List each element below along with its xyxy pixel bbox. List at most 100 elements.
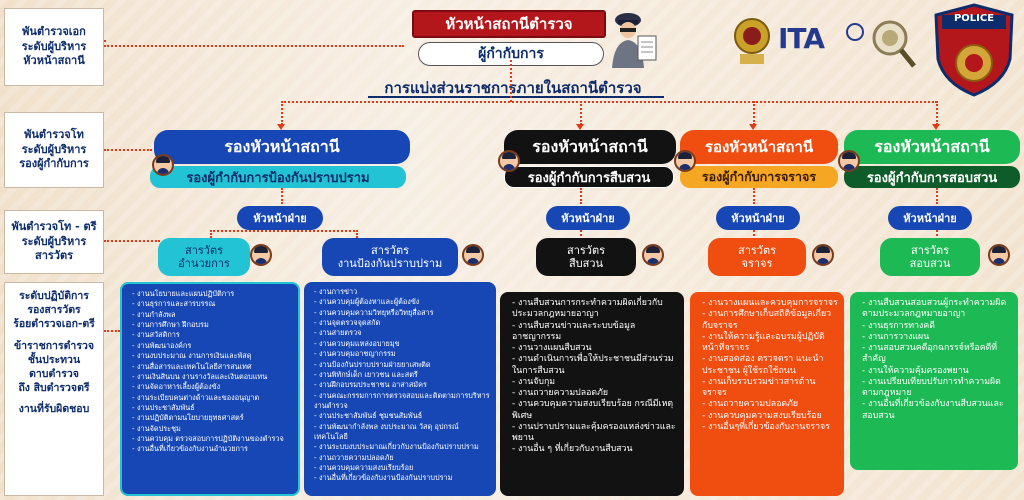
deputy-sub-3: รองผู้กำกับการจราจร	[680, 166, 838, 188]
inspector-inquiry-line1: สารวัตร	[910, 243, 950, 257]
connector-u1	[210, 230, 358, 238]
unit-head-1: หัวหน้าฝ่าย	[237, 206, 323, 230]
superintendent-title: ผู้กำกับการ	[418, 42, 604, 66]
duties-inquiry: - งานสืบสวนสอบสวนผู้กระทำความผิดตามประมว…	[850, 292, 1018, 470]
connector-b2	[580, 101, 582, 125]
unit-head-2: หัวหน้าฝ่าย	[546, 206, 630, 230]
duty-item: - งานจัดประชุม	[132, 423, 181, 433]
inspector-avatar-1	[250, 244, 272, 266]
inspector-prevention-line2: งานป้องกันปราบปราม	[337, 257, 443, 270]
unit-head-4: หัวหน้าฝ่าย	[888, 206, 972, 230]
duty-item: - งานจัดอาหารเลี้ยงผู้ต้องขัง	[132, 382, 221, 392]
magnifier-seal-icon	[872, 20, 916, 68]
duty-item: - งานถวายความปลอดภัย	[314, 452, 394, 462]
duty-item: - งานเงินสินบน งานรางวัลและเงินตอบแทน	[132, 371, 268, 381]
arrow-b1	[277, 124, 285, 130]
duty-item: - งานอื่นที่เกี่ยวข้องกับงานสืบสวนและสอบ…	[862, 399, 1004, 421]
connector-d4	[936, 188, 938, 204]
deputy-pill-3: รองหัวหน้าสถานี	[680, 130, 838, 164]
duty-item: - งานการศึกษาเก็บสถิติข้อมูลเกี่ยวกับจรา…	[702, 309, 832, 331]
duty-item: - งานควบคุมความวิทยุหรือวิทยุสื่อสาร	[314, 307, 434, 317]
duty-item: - งานสายตรวจ	[314, 328, 362, 338]
duty-item: - งานควบคุมความสงบเรียบร้อย กรณีมีเหตุพิ…	[512, 399, 674, 421]
inspector-investigation: สารวัตร สืบสวน	[536, 238, 636, 276]
inspector-avatar-5	[988, 244, 1010, 266]
ita-logo: ITA	[778, 22, 825, 55]
duty-item: - งานถวายความปลอดภัย	[702, 399, 799, 410]
connector-main	[281, 101, 937, 103]
duty-item: - งานระเบียบคนต่างด้าวและของอนุญาต	[132, 392, 260, 402]
connector-d1	[281, 188, 283, 204]
duty-item: - งานวางแผนสืบสวน	[512, 343, 592, 353]
section-title-underline	[368, 96, 664, 98]
connector-left-l2	[104, 149, 152, 151]
duty-item: - งานการวางแผน	[862, 331, 930, 342]
duty-item: - งานวางแผนและควบคุมการจราจร	[702, 298, 838, 308]
inspector-investigation-line1: สารวัตร	[566, 243, 606, 257]
duty-item: - งานควบคุม ตรวจสอบการปฏิบัติงานของตำรวจ	[132, 434, 284, 444]
duty-item: - งานอื่นๆที่เกี่ยวข้องกับงานจราจร	[702, 421, 830, 432]
duties-investigation: - งานสืบสวนการกระทำความผิดเกี่ยวกับประมว…	[500, 292, 684, 496]
duty-item: - งานกำลังพล	[132, 309, 176, 319]
duty-item: - งานสืบสวนการกระทำความผิดเกี่ยวกับประมว…	[512, 298, 663, 320]
inspector-admin-line2: อำนวยการ	[178, 257, 230, 270]
connector-left-l1	[104, 45, 404, 47]
police-badge-logo	[934, 3, 1014, 97]
connector-left-dummy	[104, 40, 106, 42]
duty-item: - งานควบคุมผู้ต้องหาและผู้ต้องขัง	[314, 297, 420, 307]
level-inspector-box: พันตำรวจโท - ตรี ระดับผู้บริหาร สารวัตร	[4, 210, 104, 274]
inspector-admin-line1: สารวัตร	[184, 243, 224, 257]
deputy-avatar-2	[498, 150, 520, 172]
duties-traffic: - งานวางแผนและควบคุมการจราจร- งานการศึกษ…	[690, 292, 844, 496]
duty-item: - งานให้ความคุ้มครองพยาน	[862, 365, 969, 376]
inspector-avatar-3	[642, 244, 664, 266]
duties-admin: - งานนโยบายและแผนปฏิบัติการ- งานธุรการแล…	[120, 282, 300, 496]
connector-left-l4	[104, 330, 120, 332]
duty-item: - งานปฏิบัติตามนโยบายยุทธศาสตร์	[132, 413, 244, 423]
connector-d2	[580, 188, 582, 204]
level-nco-text: ข้าราชการตำรวจ ชั้นประทวน ดาบตำรวจ ถึง ส…	[13, 339, 95, 395]
duty-item: - งานดำเนินการเพื่อให้ประชาชนมีส่วนร่วมใ…	[512, 354, 674, 376]
deputy-sub-1: รองผู้กำกับการป้องกันปราบปราม	[150, 166, 406, 188]
arrow-b4	[932, 124, 940, 130]
duty-item: - งานควบคุมความสงบเรียบร้อย	[702, 410, 822, 421]
connector-left-l3	[104, 240, 160, 242]
duty-item: - งานสืบสวนข่าวและระบบข้อมูลอาชญากรรม	[512, 320, 636, 342]
duty-item: - งานควบคุมความสงบเรียบร้อย	[314, 463, 414, 473]
duty-item: - งานคณะกรรมการการตรวจสอบและติดตามการบริ…	[314, 390, 490, 410]
deputy-avatar-4	[838, 150, 860, 172]
deputy-sub-2: รองผู้กำกับการสืบสวน	[504, 166, 674, 188]
level-operational-box: ระดับปฏิบัติการ รองสารวัตร ร้อยตำรวจเอก-…	[4, 282, 104, 496]
duty-item: - งานประชาสัมพันธ์ ชุมชนสัมพันธ์	[314, 411, 423, 421]
connector-u4	[936, 230, 938, 240]
chief-title: หัวหน้าสถานีตำรวจ	[412, 10, 606, 38]
inspector-avatar-2	[462, 244, 484, 266]
inspector-traffic-line1: สารวัตร	[737, 243, 777, 257]
duty-item: - งานสืบสวนสอบสวนผู้กระทำความผิดตามประมว…	[862, 298, 1007, 320]
level-lt-colonel-box: พันตำรวจโท ระดับผู้บริหาร รองผู้กำกับการ	[4, 112, 104, 188]
level-colonel-box: พันตำรวจเอก ระดับผู้บริหาร หัวหน้าสถานี	[4, 8, 104, 86]
duty-item: - งานจับกุม	[512, 376, 556, 387]
duties-prevention: - งานการข่าว- งานควบคุมผู้ต้องหาและผู้ต้…	[304, 282, 496, 496]
arrow-b3	[749, 124, 757, 130]
duty-item: - งานสอบสวนคดีอุกฉกรรจ์หรือคดีที่สำคัญ	[862, 343, 998, 365]
ita-mark-icon	[846, 23, 864, 41]
duty-item: - งานระบบงบประมาณเกี่ยวกับงานป้องกันปราบ…	[314, 442, 479, 452]
connector-b3	[753, 101, 755, 125]
inspector-prevention-line1: สารวัตร	[370, 243, 410, 257]
deputy-avatar-3	[674, 150, 696, 172]
inspector-traffic-line2: จราจร	[741, 257, 773, 270]
level-operational-text: ระดับปฏิบัติการ รองสารวัตร ร้อยตำรวจเอก-…	[13, 290, 95, 331]
duty-item: - งานเปรียบเทียบปรับการทำความผิดตามกฎหมา…	[862, 376, 1001, 398]
connector-u2	[580, 230, 582, 240]
responsibility-label: งานที่รับผิดชอบ	[18, 403, 90, 416]
government-seal-logo	[734, 18, 770, 64]
duty-item: - งานถวายความปลอดภัย	[512, 388, 609, 398]
deputy-sub-4: รองผู้กำกับการสอบสวน	[844, 166, 1020, 188]
deputy-avatar-1	[152, 154, 174, 176]
deputy-pill-4: รองหัวหน้าสถานี	[844, 130, 1020, 164]
duty-item: - งานสวัสดิการ	[132, 330, 180, 340]
unit-head-3: หัวหน้าฝ่าย	[716, 206, 800, 230]
connector-d3	[753, 188, 755, 204]
connector-trunk	[510, 60, 512, 102]
